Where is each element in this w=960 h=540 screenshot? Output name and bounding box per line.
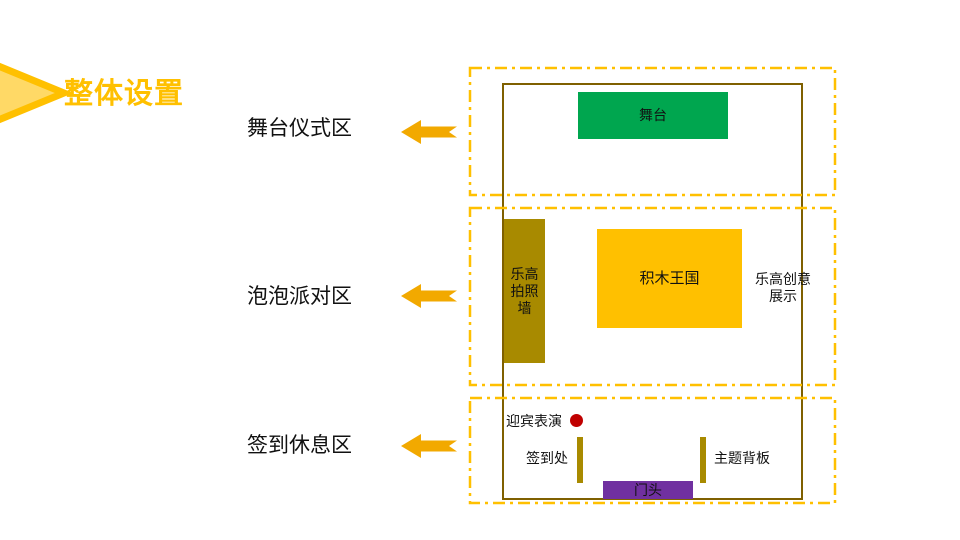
creative-line2: 展示 bbox=[769, 288, 797, 304]
welcome-performance-label: 迎宾表演 bbox=[506, 413, 562, 429]
brick-kingdom-label: 积木王国 bbox=[639, 270, 700, 287]
lego-photo-wall-block: 乐高 拍照墙 bbox=[504, 219, 545, 363]
section-label-stage-zone: 舞台仪式区 bbox=[247, 117, 352, 140]
section-label-signin-zone: 签到休息区 bbox=[247, 434, 352, 457]
left-arrow-icon bbox=[401, 120, 457, 144]
signin-desk-label: 签到处 bbox=[526, 450, 568, 466]
red-dot-icon bbox=[570, 414, 583, 427]
brick-kingdom-block: 积木王国 bbox=[597, 229, 742, 328]
theme-backdrop-block bbox=[700, 437, 706, 483]
photo-wall-label: 乐高 拍照墙 bbox=[504, 266, 545, 317]
entrance-label: 门头 bbox=[634, 482, 662, 498]
photo-wall-line1: 乐高 bbox=[510, 265, 539, 282]
stage-label: 舞台 bbox=[639, 107, 667, 123]
theme-backdrop-label: 主题背板 bbox=[714, 450, 770, 466]
creative-line1: 乐高创意 bbox=[755, 271, 811, 287]
page-title: 整体设置 bbox=[64, 78, 185, 110]
left-arrow-icon bbox=[401, 284, 457, 308]
photo-wall-line2: 拍照墙 bbox=[510, 282, 539, 316]
section-label-party-zone: 泡泡派对区 bbox=[247, 285, 352, 308]
left-arrow-icon bbox=[401, 434, 457, 458]
signin-desk-block bbox=[577, 437, 583, 483]
stage-block: 舞台 bbox=[578, 92, 728, 139]
creative-display-label: 乐高创意 展示 bbox=[748, 271, 818, 305]
title-pointer-icon bbox=[0, 62, 74, 124]
entrance-block: 门头 bbox=[603, 481, 693, 499]
